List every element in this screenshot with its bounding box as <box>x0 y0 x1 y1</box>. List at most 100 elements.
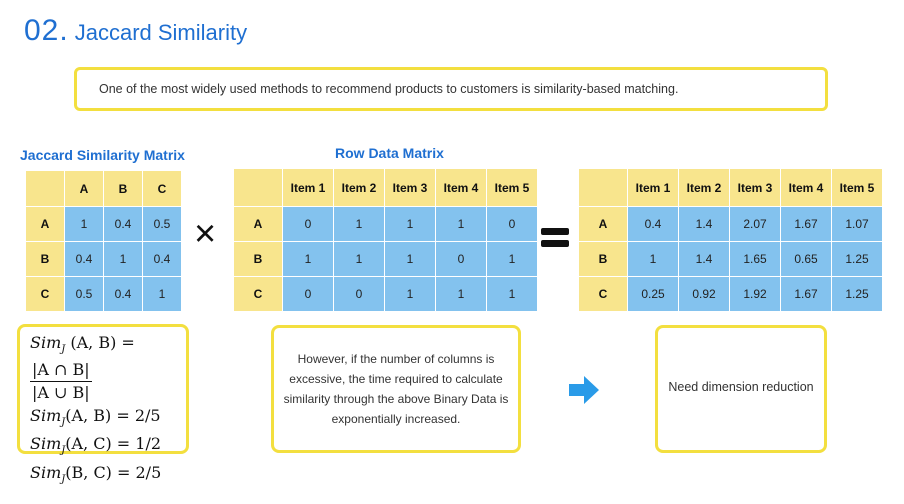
column-header: Item 5 <box>831 168 883 207</box>
sim-subscript: J <box>61 417 66 429</box>
equals-bar-bottom <box>541 240 569 247</box>
formula-result: (B, C) = 2/5 <box>65 462 162 482</box>
matrix-cell: 0.4 <box>103 206 143 242</box>
matrix-cell: 1.67 <box>780 276 832 312</box>
sim-label: Sim <box>30 434 62 454</box>
right-arrow-icon <box>569 376 599 404</box>
formula-result-line: SimJ(B, C) = 2/5 <box>30 462 186 490</box>
matrix-cell: 1 <box>627 241 679 277</box>
column-header: Item 2 <box>333 168 385 207</box>
formula-fraction: |A ∩ B| |A ∪ B| <box>30 360 92 403</box>
matrix-cell: 0.92 <box>678 276 730 312</box>
column-header: Item 5 <box>486 168 538 207</box>
matrix-cell: 1 <box>282 241 334 277</box>
matrix-cell: 1.65 <box>729 241 781 277</box>
matrix-cell: 1 <box>64 206 104 242</box>
matrix-cell: 1 <box>435 206 487 242</box>
matrix-cell: 1.4 <box>678 241 730 277</box>
matrix-cell: 0.4 <box>103 276 143 312</box>
matrix-cell: 0 <box>486 206 538 242</box>
formula-result: (A, C) = 1/2 <box>65 434 162 454</box>
equals-bar-top <box>541 228 569 235</box>
intro-text: One of the most widely used methods to r… <box>99 82 679 96</box>
matrix-cell: 1 <box>384 276 436 312</box>
matrix-cell: 1 <box>142 276 182 312</box>
sim-label: Sim <box>30 406 62 426</box>
column-header: C <box>142 170 182 207</box>
conclusion-box: Need dimension reduction <box>655 325 827 453</box>
intro-box: One of the most widely used methods to r… <box>74 67 828 111</box>
matrix-cell: 0.5 <box>64 276 104 312</box>
jaccard-matrix: A B C A 1 0.4 0.5 B 0.4 1 0.4 C 0.5 0.4 … <box>25 170 182 312</box>
formula-result: (A, B) = 2/5 <box>65 406 161 426</box>
sim-subscript: J <box>61 473 66 485</box>
matrix-cell: 1 <box>435 276 487 312</box>
matrix-cell: 1 <box>333 241 385 277</box>
column-header: Item 4 <box>435 168 487 207</box>
matrix-cell: 0 <box>282 276 334 312</box>
jaccard-matrix-title: Jaccard Similarity Matrix <box>20 147 185 163</box>
matrix-cell: 1.67 <box>780 206 832 242</box>
row-header: B <box>25 241 65 277</box>
row-header: C <box>233 276 283 312</box>
row-data-matrix: Item 1 Item 2 Item 3 Item 4 Item 5 A 0 1… <box>233 168 538 312</box>
result-matrix: Item 1 Item 2 Item 3 Item 4 Item 5 A 0.4… <box>578 168 883 312</box>
matrix-cell: 0 <box>282 206 334 242</box>
formula-denominator: |A ∪ B| <box>32 383 90 403</box>
matrix-cell: 0.5 <box>142 206 182 242</box>
matrix-cell: 0.4 <box>64 241 104 277</box>
column-header: B <box>103 170 143 207</box>
matrix-corner <box>25 170 65 207</box>
arrow-shape <box>569 376 599 404</box>
matrix-cell: 1.92 <box>729 276 781 312</box>
row-header: A <box>233 206 283 242</box>
conclusion-text: Need dimension reduction <box>668 380 814 394</box>
matrix-cell: 1 <box>333 206 385 242</box>
matrix-cell: 1 <box>384 241 436 277</box>
matrix-corner <box>578 168 628 207</box>
sim-label: Sim <box>30 462 62 482</box>
section-number: 02. <box>24 14 69 47</box>
formula-result-line: SimJ(A, C) = 1/2 <box>30 433 186 461</box>
formula-box: SimJ (A, B) = |A ∩ B| |A ∪ B| SimJ(A, B)… <box>17 324 189 485</box>
matrix-corner <box>233 168 283 207</box>
column-header: Item 1 <box>282 168 334 207</box>
column-header: Item 2 <box>678 168 730 207</box>
row-header: B <box>233 241 283 277</box>
row-header: C <box>25 276 65 312</box>
matrix-cell: 0 <box>435 241 487 277</box>
matrix-cell: 1 <box>486 276 538 312</box>
row-header: B <box>578 241 628 277</box>
page-title: 02.Jaccard Similarity <box>24 14 247 48</box>
formula-definition: SimJ (A, B) = |A ∩ B| |A ∪ B| <box>30 333 186 403</box>
matrix-cell: 0.25 <box>627 276 679 312</box>
note-text: However, if the number of columns is exc… <box>283 352 509 426</box>
sim-label: Sim <box>30 333 62 352</box>
multiply-sign: × <box>194 213 217 255</box>
matrix-cell: 1 <box>384 206 436 242</box>
column-header: A <box>64 170 104 207</box>
formula-result-line: SimJ(A, B) = 2/5 <box>30 405 186 433</box>
matrix-cell: 0.4 <box>627 206 679 242</box>
sim-subscript: J <box>61 344 66 356</box>
matrix-cell: 1 <box>103 241 143 277</box>
column-header: Item 4 <box>780 168 832 207</box>
matrix-cell: 1.25 <box>831 241 883 277</box>
section-title: Jaccard Similarity <box>74 20 248 45</box>
column-header: Item 3 <box>384 168 436 207</box>
row-header: A <box>578 206 628 242</box>
matrix-cell: 1 <box>486 241 538 277</box>
matrix-cell: 1.07 <box>831 206 883 242</box>
column-header: Item 3 <box>729 168 781 207</box>
formula-args: (A, B) = <box>70 333 135 352</box>
formula-numerator: |A ∩ B| <box>30 360 92 383</box>
matrix-cell: 0 <box>333 276 385 312</box>
sim-subscript: J <box>61 445 66 457</box>
column-header: Item 1 <box>627 168 679 207</box>
note-box: However, if the number of columns is exc… <box>271 325 521 453</box>
row-data-matrix-title: Row Data Matrix <box>335 145 444 161</box>
row-header: C <box>578 276 628 312</box>
matrix-cell: 2.07 <box>729 206 781 242</box>
equals-sign <box>541 228 569 247</box>
matrix-cell: 1.4 <box>678 206 730 242</box>
